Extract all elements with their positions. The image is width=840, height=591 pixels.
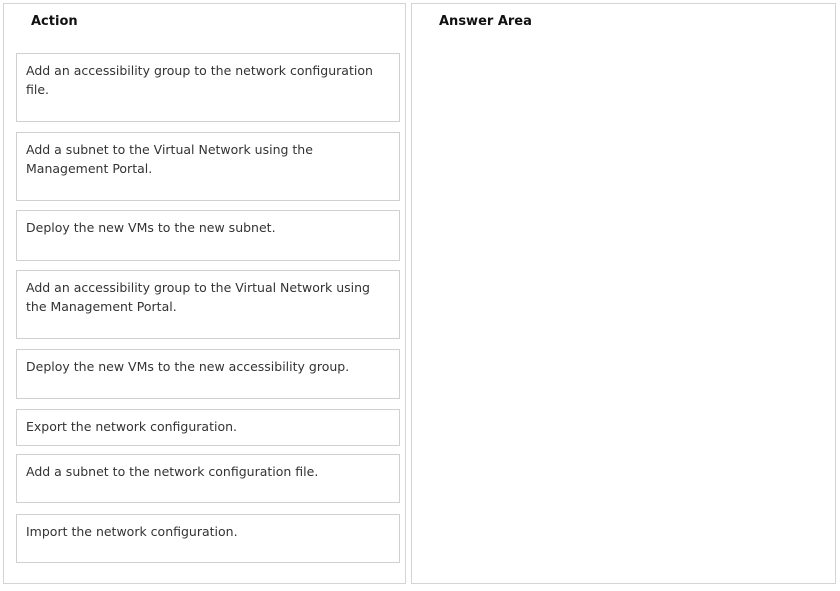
action-item[interactable]: Export the network configuration.: [16, 409, 400, 446]
action-item[interactable]: Add an accessibility group to the Virtua…: [16, 270, 400, 339]
action-item[interactable]: Add a subnet to the network configuratio…: [16, 454, 400, 503]
action-item[interactable]: Deploy the new VMs to the new accessibil…: [16, 349, 400, 399]
action-title: Action: [31, 14, 78, 29]
answer-area-title: Answer Area: [439, 14, 532, 29]
action-item[interactable]: Add a subnet to the Virtual Network usin…: [16, 132, 400, 201]
action-item[interactable]: Deploy the new VMs to the new subnet.: [16, 210, 400, 261]
answer-area-panel[interactable]: Answer Area: [411, 3, 836, 584]
action-item[interactable]: Add an accessibility group to the networ…: [16, 53, 400, 122]
action-panel: Action Add an accessibility group to the…: [3, 3, 406, 584]
action-item[interactable]: Import the network configuration.: [16, 514, 400, 563]
